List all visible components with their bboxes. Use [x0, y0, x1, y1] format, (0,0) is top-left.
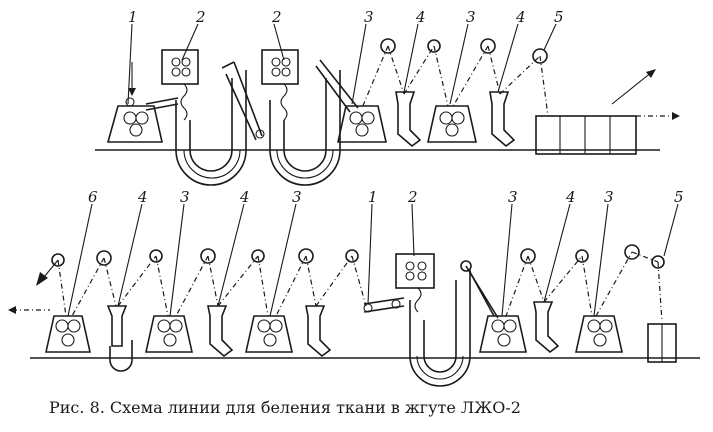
label-top-1: 2: [195, 8, 206, 26]
input-arrowhead: [128, 88, 136, 96]
figure-caption: Рис. 8. Схема линии для беления ткани в …: [49, 398, 521, 417]
label-bottom-5: 1: [368, 188, 378, 206]
label-bottom-2: 3: [180, 188, 190, 206]
unit-4-chamber-c: [106, 249, 169, 372]
unit-4-chamber-b: [489, 48, 548, 148]
label-bottom-0: 6: [88, 188, 98, 206]
label-bottom-1: 4: [137, 188, 148, 206]
label-top-6: 4: [515, 8, 526, 26]
unit-3-washer-c: [145, 248, 219, 353]
unit-4-chamber-f: [533, 249, 593, 354]
label-top-4: 4: [415, 8, 426, 26]
unit-2a-jbox: [161, 49, 265, 186]
label-top-5: 3: [466, 8, 476, 26]
top-line: 1 2 2 3 4 3 4 5: [95, 8, 680, 186]
label-top-7: 5: [554, 8, 564, 26]
label-bottom-8: 4: [565, 188, 576, 206]
unit-6-washer: [45, 315, 91, 353]
label-top-2: 2: [271, 8, 282, 26]
unit-1-padding-machine: [106, 97, 179, 143]
top-labels: 1 2 2 3 4 3 4 5: [127, 8, 564, 105]
unit-4-chamber-e: [305, 249, 367, 358]
label-bottom-3: 4: [239, 188, 250, 206]
unit-4-chamber: [395, 39, 449, 148]
label-bottom-4: 3: [292, 188, 302, 206]
bottom-labels: 6 4 3 4 3 1 2 3 4 3 5: [67, 188, 684, 317]
bottom-line: 6 4 3 4 3 1 2 3 4 3 5: [8, 188, 700, 387]
unit-3-washer-f: [575, 244, 665, 353]
unit-2-jbox-b: [395, 253, 499, 387]
unit-3-washer: [337, 38, 405, 143]
unit-3-washer-d: [245, 248, 317, 353]
unit-5-plaiter-b: [647, 261, 677, 363]
label-top-0: 1: [128, 8, 138, 26]
unit-5-plaiter: [535, 55, 680, 155]
label-top-3: 3: [364, 8, 374, 26]
unit-3-washer-b: [427, 38, 501, 143]
label-bottom-9: 3: [604, 188, 614, 206]
unit-1-padder-b: [363, 297, 405, 313]
label-bottom-10: 5: [674, 188, 684, 206]
label-bottom-6: 2: [407, 188, 418, 206]
unit-2b-jbox: [261, 49, 359, 186]
unit-3-washer-e: [479, 248, 545, 353]
unit-4-chamber-d: [207, 249, 269, 358]
label-bottom-7: 3: [508, 188, 518, 206]
